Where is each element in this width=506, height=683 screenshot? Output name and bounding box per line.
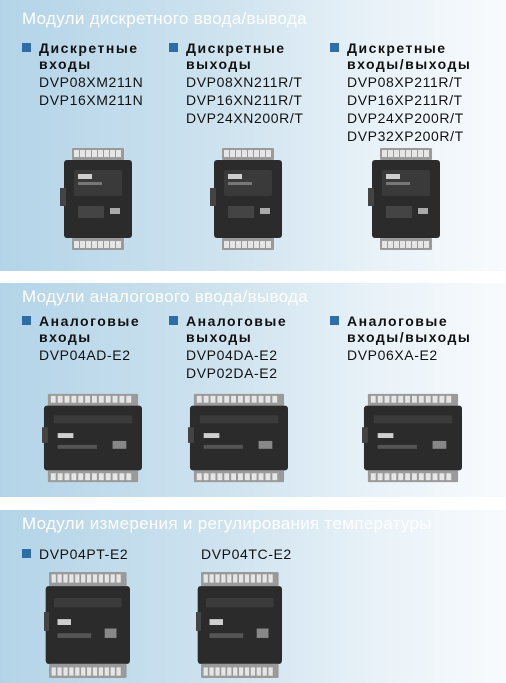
model-list: DVP04DA-E2 DVP02DA-E2 [169, 346, 287, 382]
section-analog-io: Модули аналогового ввода/вывода Аналогов… [0, 283, 506, 497]
model-name: DVP24XP200R/T [347, 110, 464, 126]
section-title: Модули дискретного ввода/вывода [22, 9, 307, 28]
model-name: DVP08XM211N [39, 74, 144, 90]
model-list: DVP08XN211R/T DVP16XN211R/T DVP24XN200R/… [169, 73, 304, 127]
group-tc-module: DVP04TC-E2 [184, 546, 292, 562]
product-image-digital-io-module [366, 148, 446, 252]
square-bullet-icon [169, 316, 178, 325]
square-bullet-icon [22, 549, 31, 558]
model-name: DVP02DA-E2 [186, 365, 278, 381]
model-name: DVP04DA-E2 [186, 347, 278, 363]
product-image-digital-input-module [58, 148, 138, 252]
group-heading: Аналоговые выходы [169, 313, 287, 345]
product-image-digital-output-module [208, 148, 288, 252]
model-name: DVP16XP211R/T [347, 92, 463, 108]
model-name: DVP16XN211R/T [186, 92, 303, 108]
square-bullet-icon [22, 43, 31, 52]
group-digital-outputs: Дискретные выходы DVP08XN211R/T DVP16XN2… [169, 40, 304, 127]
model-name: DVP08XP211R/T [347, 74, 463, 90]
model-name: DVP04AD-E2 [39, 347, 131, 363]
group-heading: Дискретные входы/выходы [330, 40, 471, 72]
product-image-analog-output-module [188, 393, 288, 483]
group-analog-outputs: Аналоговые выходы DVP04DA-E2 DVP02DA-E2 [169, 313, 287, 382]
model-list: DVP08XM211N DVP16XM211N [22, 73, 143, 109]
model-name: DVP32XP200R/T [347, 128, 464, 144]
section-digital-io: Модули дискретного ввода/вывода Дискретн… [0, 0, 506, 271]
model-list: DVP08XP211R/T DVP16XP211R/T DVP24XP200R/… [330, 73, 471, 145]
section-title: Модули измерения и регулирования темпера… [22, 514, 432, 533]
section-title: Модули аналогового ввода/вывода [22, 287, 308, 306]
group-heading: Дискретные входы [22, 40, 143, 72]
model-list: DVP06XA-E2 [330, 346, 471, 364]
group-digital-inputs-outputs: Дискретные входы/выходы DVP08XP211R/T DV… [330, 40, 471, 145]
square-bullet-icon [22, 316, 31, 325]
model-name: DVP08XN211R/T [186, 74, 303, 90]
model-name: DVP06XA-E2 [347, 347, 438, 363]
model-name: DVP24XN200R/T [186, 110, 304, 126]
square-bullet-icon [330, 316, 339, 325]
group-analog-inputs-outputs: Аналоговые входы/выходы DVP06XA-E2 [330, 313, 471, 364]
model-name: DVP04TC-E2 [201, 546, 292, 562]
group-digital-inputs: Дискретные входы DVP08XM211N DVP16XM211N [22, 40, 143, 109]
model-list: DVP04AD-E2 [22, 346, 140, 364]
group-heading: Дискретные выходы [169, 40, 304, 72]
group-heading: Аналоговые входы [22, 313, 140, 345]
group-pt-module: DVP04PT-E2 [22, 546, 128, 562]
group-heading: Аналоговые входы/выходы [330, 313, 471, 345]
group-analog-inputs: Аналоговые входы DVP04AD-E2 [22, 313, 140, 364]
section-temperature: Модули измерения и регулирования темпера… [0, 510, 506, 683]
model-name: DVP04PT-E2 [39, 546, 129, 562]
product-image-analog-io-module [362, 393, 462, 483]
square-bullet-icon [330, 43, 339, 52]
product-image-analog-input-module [42, 393, 142, 483]
product-image-pt-module [44, 572, 130, 678]
model-name: DVP16XM211N [39, 92, 144, 108]
product-image-tc-module [196, 572, 282, 678]
square-bullet-icon [169, 43, 178, 52]
